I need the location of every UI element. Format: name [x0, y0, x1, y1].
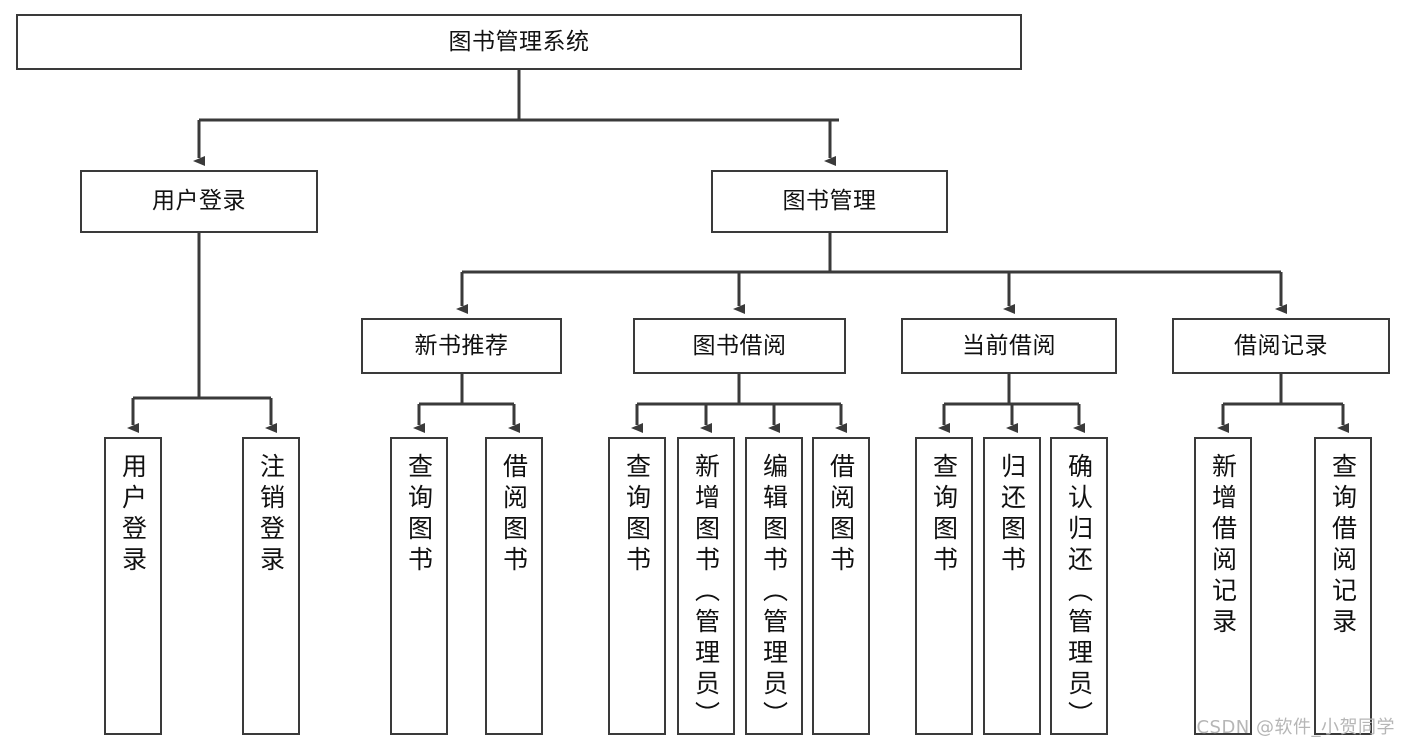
node-leaf-add-book[interactable]: 新增图书（管理员） — [677, 437, 735, 735]
node-leaf-query-book-recommend-label: 查询图书 — [404, 453, 434, 577]
node-leaf-query-borrow-record-label: 查询借阅记录 — [1328, 453, 1358, 639]
node-book-borrow-label: 图书借阅 — [692, 332, 787, 359]
node-leaf-return-book-label: 归还图书 — [997, 453, 1027, 577]
node-book-borrow[interactable]: 图书借阅 — [633, 318, 846, 374]
node-leaf-add-borrow-record[interactable]: 新增借阅记录 — [1194, 437, 1252, 735]
node-leaf-query-borrow-record[interactable]: 查询借阅记录 — [1314, 437, 1372, 735]
node-leaf-confirm-return-label: 确认归还（管理员） — [1064, 453, 1094, 732]
node-book-manage[interactable]: 图书管理 — [711, 170, 948, 233]
node-user-login[interactable]: 用户登录 — [80, 170, 318, 233]
node-leaf-borrow-book-recommend[interactable]: 借阅图书 — [485, 437, 543, 735]
node-book-manage-label: 图书管理 — [782, 188, 877, 215]
node-leaf-borrow-book-label: 借阅图书 — [826, 453, 856, 577]
node-borrow-record[interactable]: 借阅记录 — [1172, 318, 1390, 374]
node-leaf-add-borrow-record-label: 新增借阅记录 — [1208, 453, 1238, 639]
node-leaf-borrow-book-recommend-label: 借阅图书 — [499, 453, 529, 577]
node-leaf-return-book[interactable]: 归还图书 — [983, 437, 1041, 735]
node-leaf-query-book-borrow-label: 查询图书 — [622, 453, 652, 577]
node-new-book-recommend-label: 新书推荐 — [414, 332, 509, 359]
node-leaf-user-login[interactable]: 用户登录 — [104, 437, 162, 735]
node-user-login-label: 用户登录 — [152, 188, 246, 215]
node-leaf-user-login-label: 用户登录 — [118, 453, 148, 577]
node-leaf-add-book-label: 新增图书（管理员） — [691, 453, 721, 732]
node-leaf-edit-book-label: 编辑图书（管理员） — [759, 453, 789, 732]
node-leaf-logout-label: 注销登录 — [256, 453, 286, 577]
node-leaf-query-book-recommend[interactable]: 查询图书 — [390, 437, 448, 735]
node-root[interactable]: 图书管理系统 — [16, 14, 1022, 70]
csdn-watermark: CSDN @软件_小贺同学 — [1196, 717, 1395, 738]
node-current-borrow[interactable]: 当前借阅 — [901, 318, 1117, 374]
node-new-book-recommend[interactable]: 新书推荐 — [361, 318, 562, 374]
node-leaf-confirm-return[interactable]: 确认归还（管理员） — [1050, 437, 1108, 735]
node-borrow-record-label: 借阅记录 — [1234, 332, 1328, 359]
node-root-label: 图书管理系统 — [448, 28, 590, 55]
node-leaf-logout[interactable]: 注销登录 — [242, 437, 300, 735]
node-leaf-query-book-current-label: 查询图书 — [929, 453, 959, 577]
node-leaf-borrow-book[interactable]: 借阅图书 — [812, 437, 870, 735]
node-leaf-edit-book[interactable]: 编辑图书（管理员） — [745, 437, 803, 735]
node-leaf-query-book-current[interactable]: 查询图书 — [915, 437, 973, 735]
node-current-borrow-label: 当前借阅 — [962, 332, 1056, 359]
node-leaf-query-book-borrow[interactable]: 查询图书 — [608, 437, 666, 735]
